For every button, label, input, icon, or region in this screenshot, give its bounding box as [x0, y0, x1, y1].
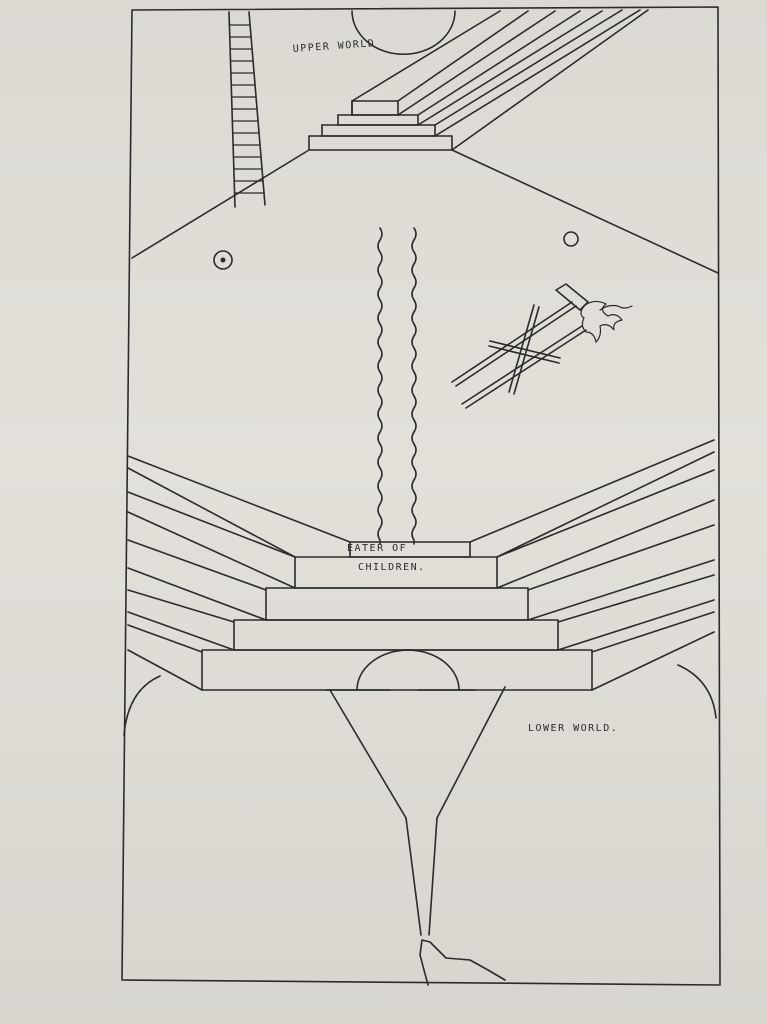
right-planks	[469, 439, 715, 691]
upper-world-label: UPPER WORLD	[292, 38, 375, 55]
bottom-rock	[419, 939, 506, 986]
eater-of-children-label-line1: EATER OF	[347, 543, 407, 554]
drawing-frame	[121, 6, 721, 986]
right-arch	[677, 664, 717, 719]
right-horizon-line	[451, 149, 719, 274]
floating-sticks	[451, 283, 633, 409]
upper-stairway	[308, 9, 649, 151]
lower-world-label: LOWER WORLD.	[528, 723, 618, 734]
right-small-circle	[563, 231, 579, 247]
lower-stairway	[201, 541, 593, 691]
left-planks	[127, 455, 351, 691]
left-horizon-line	[131, 149, 310, 259]
lower-gateway	[356, 649, 460, 691]
central-pillar	[377, 227, 417, 545]
ladder	[228, 11, 266, 208]
upper-sun	[351, 10, 456, 56]
left-arch	[123, 675, 161, 736]
left-small-circle	[213, 250, 233, 270]
eater-of-children-label-line2: CHILDREN.	[358, 562, 426, 573]
funnel	[329, 686, 506, 936]
